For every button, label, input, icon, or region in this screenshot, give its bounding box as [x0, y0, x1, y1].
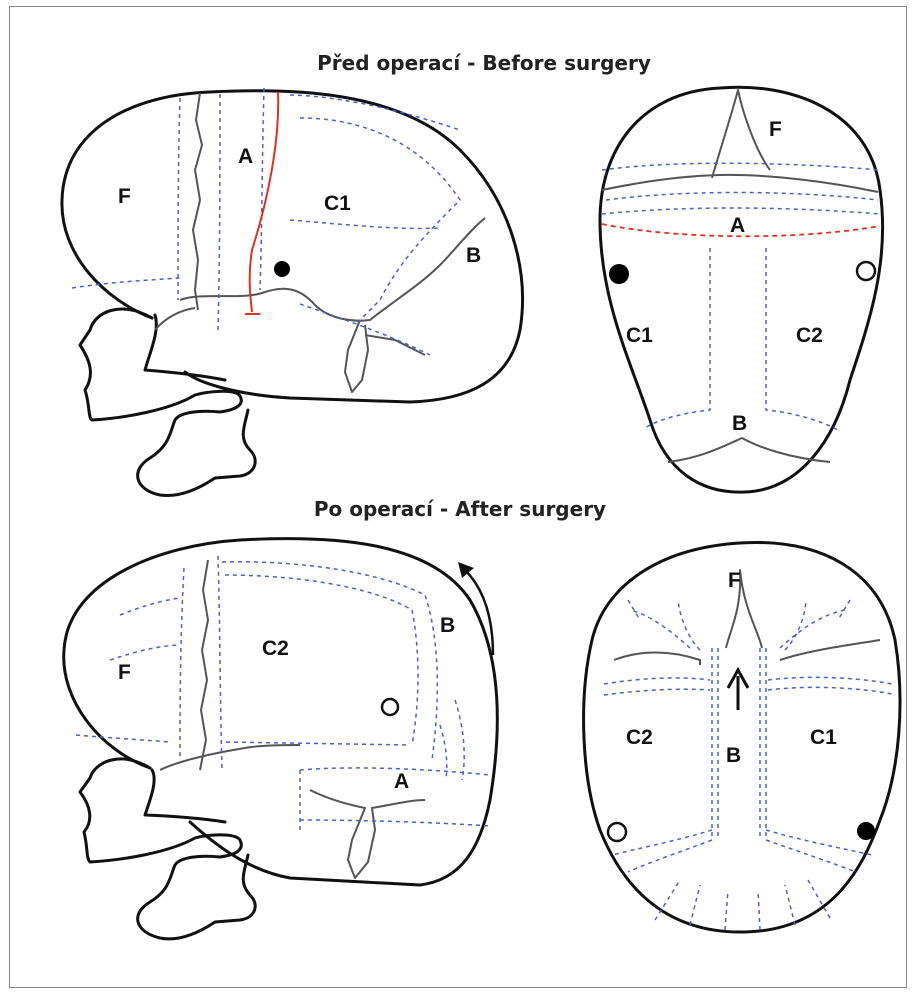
marker-open-dot — [382, 699, 398, 715]
label-C1: C1 — [626, 324, 653, 347]
label-A: A — [238, 145, 253, 168]
before-top-skull: F A C1 C2 B — [600, 87, 883, 492]
marker-filled-dot — [274, 261, 290, 277]
label-F: F — [728, 569, 741, 592]
label-A: A — [394, 770, 409, 793]
label-A: A — [730, 214, 745, 237]
marker-open-dot-left — [608, 823, 626, 841]
label-C2: C2 — [262, 637, 289, 660]
label-F: F — [118, 661, 131, 684]
label-C1: C1 — [810, 726, 837, 749]
label-F: F — [769, 118, 782, 141]
label-B: B — [726, 744, 741, 767]
label-C2: C2 — [626, 726, 653, 749]
after-lateral-skull: F C2 B A — [64, 539, 498, 939]
label-B: B — [440, 614, 455, 637]
marker-open-dot-right — [857, 262, 875, 280]
marker-filled-dot-right — [857, 822, 875, 840]
label-C2: C2 — [796, 324, 823, 347]
label-C1: C1 — [324, 192, 351, 215]
after-top-skull: F C2 B C1 — [584, 542, 900, 932]
before-lateral-skull: F A C1 B — [62, 88, 523, 496]
title-after: Po operací - After surgery — [314, 497, 606, 521]
label-B: B — [732, 412, 747, 435]
marker-filled-dot-left — [609, 264, 629, 284]
label-F: F — [118, 185, 131, 208]
title-before: Před operací - Before surgery — [317, 51, 651, 75]
label-B: B — [466, 244, 481, 267]
